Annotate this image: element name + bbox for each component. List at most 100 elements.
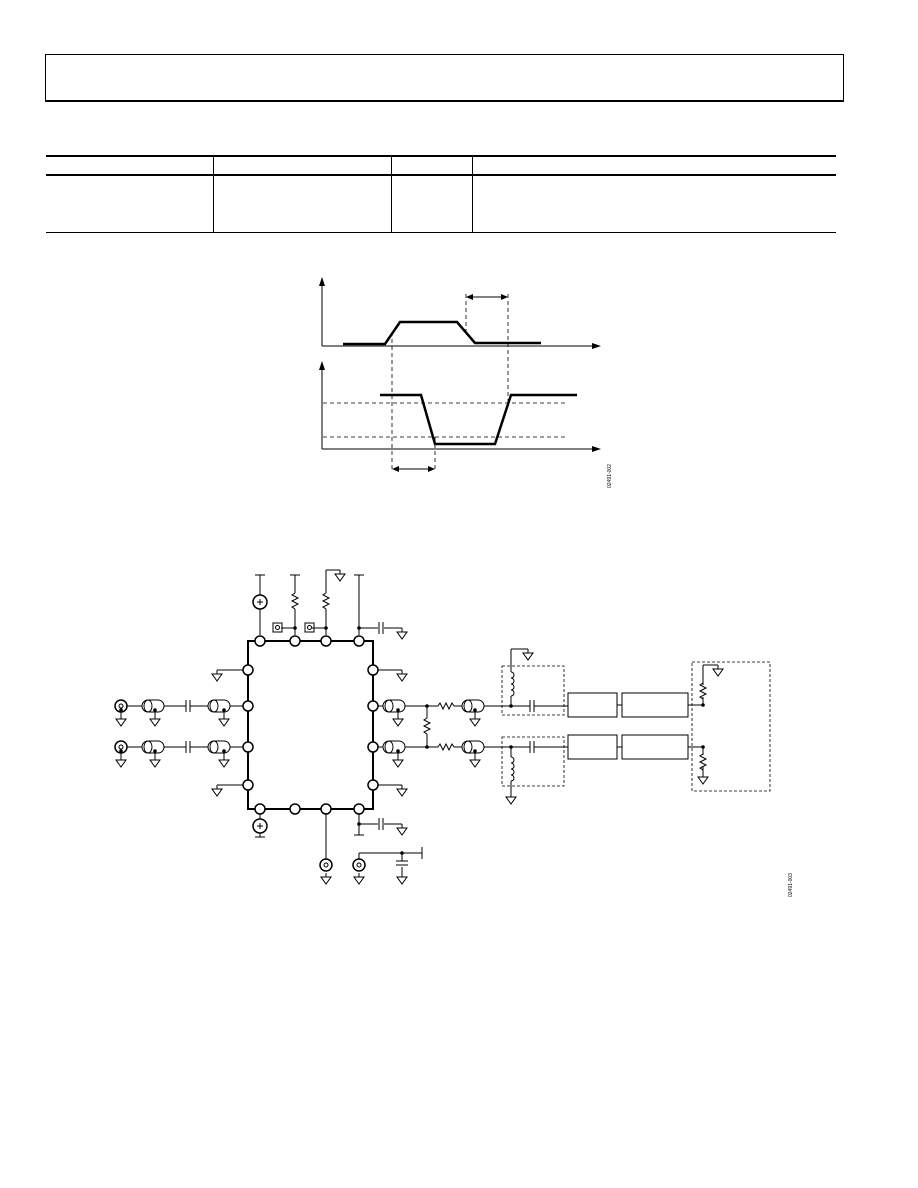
coax-cable-icon — [382, 740, 406, 754]
ground-icon — [218, 714, 230, 727]
resistor-icon — [291, 592, 299, 610]
ground-icon — [334, 569, 346, 582]
voltage-source-icon — [252, 818, 268, 834]
ground-icon — [396, 872, 408, 885]
table-header-cell — [471, 155, 836, 176]
dut-pin — [289, 803, 301, 815]
table-cell — [46, 175, 213, 233]
coax-cable-icon — [207, 740, 231, 754]
ground-icon — [396, 669, 408, 682]
bias-tee-box-bottom — [501, 736, 565, 787]
test-point-icon — [304, 622, 315, 633]
dut-pin — [367, 664, 379, 676]
table-header-cell — [390, 155, 472, 176]
dut-pin — [242, 779, 254, 791]
bnc-connector-icon — [319, 858, 333, 872]
output-pulse-waveform — [380, 393, 577, 446]
table-header-row — [46, 155, 836, 176]
dut-pin — [242, 741, 254, 753]
upper-y-axis-arrow-icon — [319, 277, 325, 286]
ground-icon — [353, 872, 365, 885]
resistor-icon — [322, 592, 330, 610]
coax-cable-icon — [461, 699, 485, 713]
capacitor-icon — [185, 740, 191, 754]
coax-cable-icon — [141, 699, 165, 713]
ground-icon — [211, 669, 223, 682]
coax-cable-icon — [382, 699, 406, 713]
resistor-icon — [423, 717, 431, 735]
ground-icon — [396, 784, 408, 797]
input-pulse-waveform — [343, 320, 541, 346]
lower-y-axis-arrow-icon — [319, 361, 325, 370]
capacitor-icon — [529, 699, 535, 713]
resistor-icon — [437, 743, 455, 751]
inductor-icon — [510, 756, 515, 782]
ground-icon — [218, 755, 230, 768]
table-header-cell — [46, 155, 213, 176]
ground-icon — [392, 714, 404, 727]
bias-tee-box-top — [501, 665, 565, 716]
dut-pin — [254, 803, 266, 815]
arrow-right-icon — [501, 294, 508, 300]
table-row — [46, 175, 836, 233]
test-circuit-schematic: 02491-003 — [114, 569, 794, 897]
dut-pin — [367, 779, 379, 791]
ground-icon — [211, 784, 223, 797]
resistor-icon — [699, 682, 707, 700]
dut-pin — [242, 700, 254, 712]
ground-icon — [697, 772, 709, 785]
table-header-cell — [212, 155, 391, 176]
table-cell — [471, 175, 836, 233]
voltage-source-icon — [252, 594, 268, 610]
capacitor-icon — [185, 699, 191, 713]
figure1-id: 02491-002 — [607, 464, 613, 488]
coax-cable-icon — [141, 740, 165, 754]
attenuator-block-bottom — [567, 734, 618, 760]
ground-icon — [469, 755, 481, 768]
dut-pin — [367, 700, 379, 712]
timing-diagram: 02491-002 — [319, 277, 613, 488]
ground-icon — [712, 664, 724, 677]
table-cell — [212, 175, 391, 233]
bnc-connector-icon — [352, 858, 366, 872]
dut-pin — [353, 635, 365, 647]
test-point-icon — [272, 622, 283, 633]
capacitor-icon — [529, 740, 535, 754]
dut-pin — [353, 803, 365, 815]
coax-cable-icon — [461, 740, 485, 754]
attenuator-block-top — [567, 692, 618, 718]
ground-icon — [149, 714, 161, 727]
dut-pin — [242, 664, 254, 676]
oscilloscope-box — [691, 661, 771, 792]
arrow-left-icon — [392, 466, 399, 472]
figure2-id: 02491-003 — [788, 873, 794, 897]
cable-block-bottom — [621, 734, 689, 760]
arrow-right-icon — [428, 466, 435, 472]
dut-pin — [320, 635, 332, 647]
ground-icon — [115, 714, 127, 727]
ground-icon — [396, 823, 408, 836]
capacitor-icon — [378, 621, 384, 635]
ground-icon — [469, 714, 481, 727]
ground-icon — [149, 755, 161, 768]
ground-icon — [392, 755, 404, 768]
capacitor-icon — [378, 817, 384, 831]
ground-icon — [505, 792, 517, 805]
ground-icon — [320, 872, 332, 885]
coax-cable-icon — [207, 699, 231, 713]
dut-pin — [367, 741, 379, 753]
dut-pin — [254, 635, 266, 647]
resistor-icon — [437, 702, 455, 710]
ground-icon — [522, 648, 534, 661]
table-cell — [390, 175, 472, 233]
ground-icon — [115, 755, 127, 768]
dut-pin — [320, 803, 332, 815]
page-header-box — [45, 54, 844, 102]
spec-table — [46, 155, 836, 233]
dut-pin — [289, 635, 301, 647]
inductor-icon — [510, 671, 515, 697]
dut-package-outline — [247, 640, 374, 810]
ground-icon — [396, 627, 408, 640]
lower-x-axis-arrow-icon — [592, 446, 601, 452]
cable-block-top — [621, 692, 689, 718]
